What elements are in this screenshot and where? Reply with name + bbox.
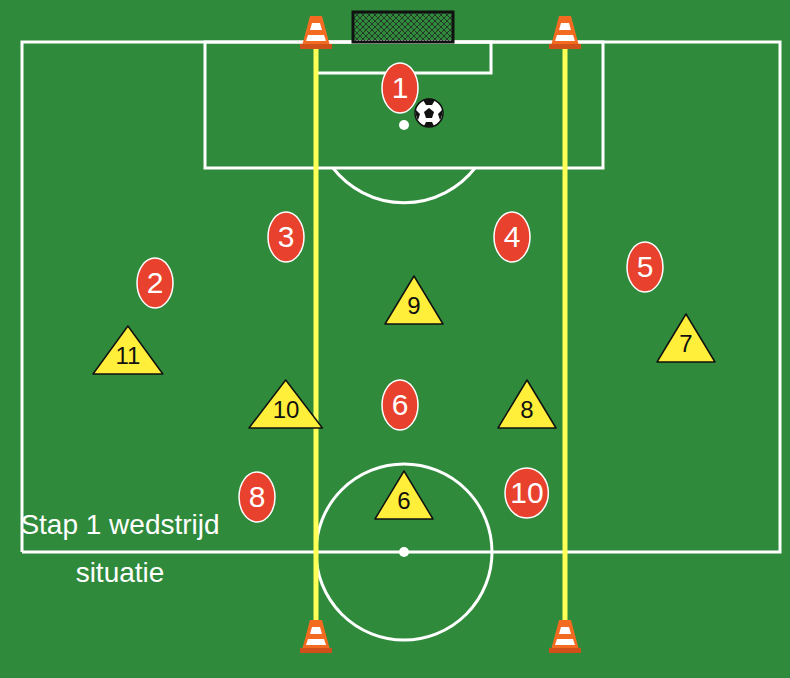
penalty-box [205, 42, 603, 168]
player-number: 6 [382, 390, 418, 420]
opponent-number: 10 [249, 398, 322, 422]
player-number: 3 [268, 222, 304, 252]
opponent-triangle: 9 [385, 276, 443, 324]
player-oval: 2 [137, 258, 173, 308]
opponent-number: 6 [375, 489, 433, 513]
player-oval: 1 [382, 63, 418, 113]
centre-circle [316, 464, 492, 640]
opponent-triangle: 10 [249, 380, 322, 428]
pitch-lines [22, 42, 780, 640]
player-number: 2 [137, 268, 173, 298]
penalty-spot [399, 120, 409, 130]
opponent-triangle: 8 [498, 380, 556, 428]
opponent-number: 11 [93, 344, 163, 368]
touchlines [22, 42, 780, 552]
ball [415, 99, 443, 127]
player-oval: 6 [382, 380, 418, 430]
penalty-arc [333, 168, 475, 203]
player-number: 4 [494, 222, 530, 252]
opponent-triangle: 6 [375, 471, 433, 519]
player-oval: 5 [627, 242, 663, 292]
player-number: 1 [382, 73, 418, 103]
goal [353, 12, 453, 42]
player-number: 8 [239, 482, 275, 512]
player-number: 10 [505, 478, 548, 508]
opponent-triangle: 11 [93, 326, 163, 374]
cones [300, 16, 581, 653]
player-number: 5 [627, 252, 663, 282]
player-oval: 8 [239, 472, 275, 522]
step-label: Stap 1 wedstrijd situatie [20, 501, 220, 597]
player-oval: 4 [494, 212, 530, 262]
player-oval: 10 [505, 468, 548, 518]
centre-spot [399, 547, 409, 557]
opponent-number: 7 [657, 332, 715, 356]
player-oval: 3 [268, 212, 304, 262]
opponent-triangle: 7 [657, 314, 715, 362]
opponent-number: 9 [385, 294, 443, 318]
opponent-number: 8 [498, 398, 556, 422]
zone-lines [316, 30, 565, 636]
